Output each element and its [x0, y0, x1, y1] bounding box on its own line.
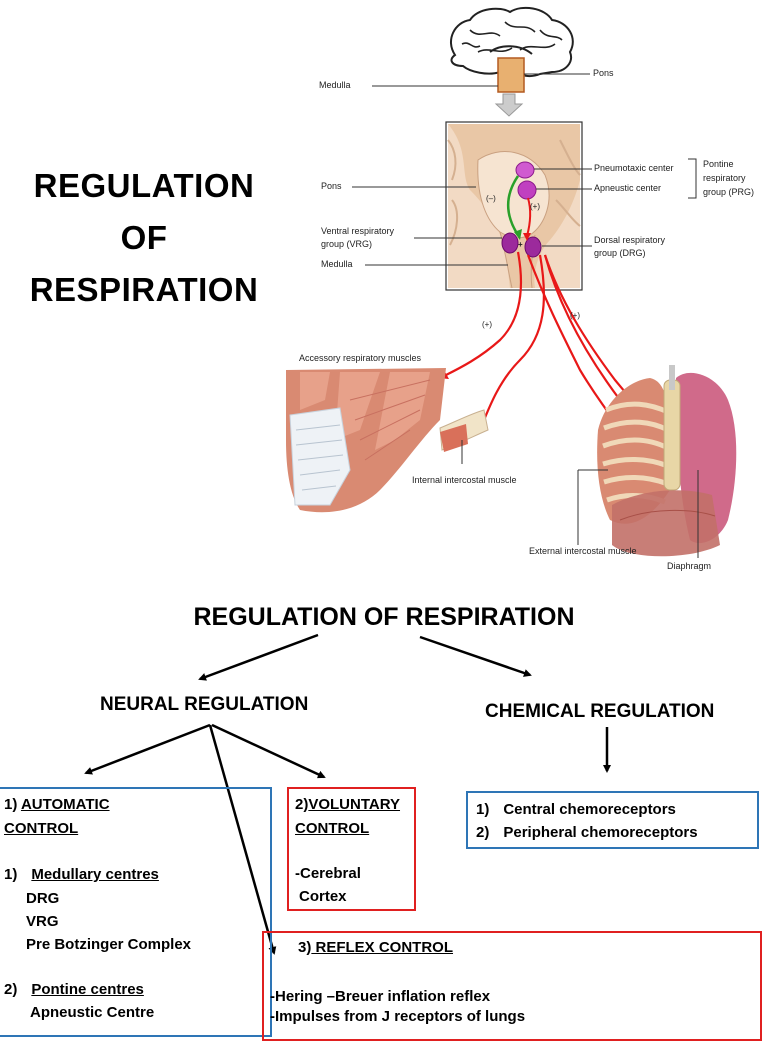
internal-intercostal-sample	[439, 409, 489, 452]
label-plus-left: (+)	[482, 320, 492, 329]
label-plus-center: +	[518, 240, 523, 249]
medullary-centres: 1)Medullary centres	[4, 866, 159, 883]
main-title-line-2: OF	[120, 219, 168, 256]
main-title-line-3: RESPIRATION	[29, 271, 259, 308]
brainstem-highlight	[497, 57, 525, 93]
pontine-centres: 2)Pontine centres	[4, 981, 144, 998]
voluntary-line-1: -Cerebral	[295, 865, 361, 882]
reflex-item-hering-breuer: -Hering –Breuer inflation reflex	[270, 988, 491, 1005]
arrow-to-chemical	[419, 635, 532, 677]
main-title-line-1: REGULATION	[33, 167, 255, 204]
automatic-title-2: CONTROL	[4, 820, 79, 837]
flowchart-arrows	[84, 633, 611, 955]
vrg-center	[501, 232, 519, 254]
reflex-item-j-receptors: -Impulses from J receptors of lungs	[270, 1008, 526, 1025]
medullary-item-pbc: Pre Botzinger Complex	[26, 936, 192, 953]
voluntary-title: 2)VOLUNTARY	[295, 796, 401, 813]
chemoreceptor-item-peripheral: 2)Peripheral chemoreceptors	[476, 824, 698, 841]
voluntary-title-2: CONTROL	[295, 820, 370, 837]
voluntary-line-2: Cortex	[299, 888, 347, 905]
thorax-illustration	[597, 365, 737, 557]
label-diaphragm: Diaphragm	[667, 561, 712, 571]
brain-icon	[450, 6, 574, 78]
chemoreceptor-item-central: 1)Central chemoreceptors	[476, 801, 676, 818]
neural-regulation-label: NEURAL REGULATION	[100, 694, 309, 715]
pontine-item-apneustic: Apneustic Centre	[30, 1004, 155, 1021]
zoom-arrow-icon	[494, 93, 524, 117]
arrow-to-reflex	[208, 724, 277, 955]
brainstem-section	[447, 124, 581, 289]
drg-center	[524, 236, 542, 258]
label-plus-right: (+)	[570, 311, 580, 320]
chemical-regulation-label: CHEMICAL REGULATION	[485, 701, 715, 722]
accessory-muscles	[286, 368, 446, 513]
label-plus-mid: (+)	[530, 202, 540, 211]
label-pons-mid: Pons	[321, 181, 342, 191]
automatic-control-box: 1) AUTOMATIC CONTROL 1)Medullary centres…	[0, 787, 272, 1037]
label-internal-intercostal: Internal intercostal muscle	[412, 475, 517, 485]
label-external-intercostal: External intercostal muscle	[529, 546, 637, 556]
label-drg-2: group (DRG)	[594, 248, 646, 258]
label-medulla-mid: Medulla	[321, 259, 353, 269]
label-prg-1: Pontine	[703, 159, 734, 169]
apneustic-center	[517, 180, 537, 200]
arrow-to-automatic	[84, 723, 211, 775]
automatic-title: 1) AUTOMATIC	[4, 796, 110, 813]
reflex-control-box: 3) REFLEX CONTROL -Hering –Breuer inflat…	[262, 931, 762, 1041]
medullary-item-drg: DRG	[26, 890, 60, 907]
label-vrg-1: Ventral respiratory	[321, 226, 395, 236]
reflex-title: 3) REFLEX CONTROL	[298, 939, 454, 956]
label-vrg-2: group (VRG)	[321, 239, 373, 249]
medullary-item-vrg: VRG	[26, 913, 59, 930]
arrow-to-voluntary	[211, 723, 326, 779]
label-minus: (–)	[486, 194, 496, 203]
label-apneustic: Apneustic center	[594, 183, 662, 193]
arrow-to-neural	[198, 633, 319, 681]
label-prg-3: group (PRG)	[703, 187, 755, 197]
label-drg-1: Dorsal respiratory	[594, 235, 666, 245]
respiratory-center-illustration	[286, 6, 737, 558]
inhibitory-arrow	[507, 175, 520, 236]
label-pons-top: Pons	[593, 68, 614, 78]
label-pneumotaxic: Pneumotaxic center	[594, 163, 674, 173]
voluntary-control-box: 2)VOLUNTARY CONTROL -Cerebral Cortex	[287, 787, 416, 911]
chemoreceptors-box: 1)Central chemoreceptors 2)Peripheral ch…	[466, 791, 759, 849]
label-prg-2: respiratory	[703, 173, 746, 183]
label-accessory-muscles: Accessory respiratory muscles	[299, 353, 422, 363]
flowchart-title: REGULATION OF RESPIRATION	[193, 603, 575, 631]
label-medulla-top: Medulla	[319, 80, 351, 90]
pneumotaxic-center	[515, 161, 535, 179]
